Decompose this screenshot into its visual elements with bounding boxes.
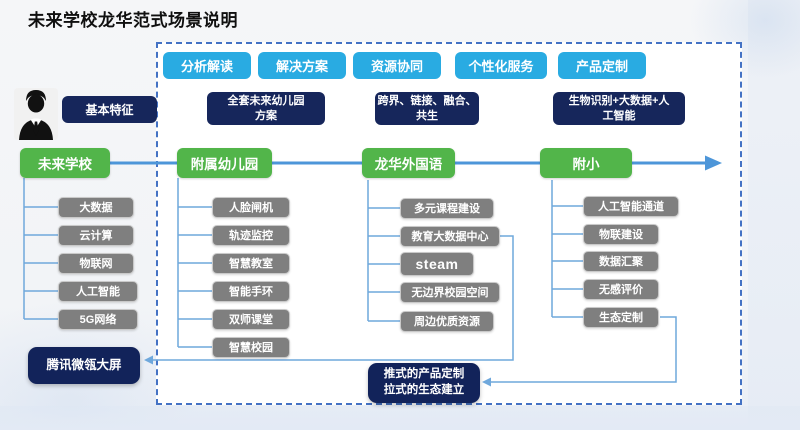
screen-arrowhead — [144, 355, 153, 365]
node-foreign-language-school: 龙华外国语 — [362, 148, 455, 178]
tab-solution: 解决方案 — [258, 52, 346, 79]
item-quality-resources: 周边优质资源 — [400, 310, 494, 332]
item-5g-network: 5G网络 — [58, 308, 138, 330]
connector-datacenter-to-screen — [152, 235, 514, 361]
node-primary-school: 附小 — [540, 148, 632, 178]
tab-resource: 资源协同 — [353, 52, 441, 79]
businessman-icon — [14, 88, 58, 140]
custom-arrowhead — [482, 377, 491, 387]
item-cloud-computing: 云计算 — [58, 224, 134, 246]
tab-personalized: 个性化服务 — [455, 52, 547, 79]
item-ai-channel: 人工智能通道 — [583, 195, 679, 217]
item-data-aggregation: 数据汇聚 — [583, 250, 659, 272]
tencent-weling-screen-box: 腾讯微瓴大屏 — [28, 347, 140, 384]
item-big-data: 大数据 — [58, 196, 134, 218]
push-pull-custom-box: 推式的产品定制 拉式的生态建立 — [368, 363, 480, 403]
item-borderless-campus: 无边界校园空间 — [400, 281, 500, 303]
feature-crossover: 跨界、链接、融合、 共生 — [375, 92, 479, 125]
column-spines — [23, 178, 583, 348]
item-seamless-evaluation: 无感评价 — [583, 278, 659, 300]
item-smart-classroom: 智慧教室 — [212, 252, 290, 274]
item-face-gate: 人脸闸机 — [212, 196, 290, 218]
connector-ecosystem-to-custom — [490, 316, 677, 383]
background-right-strip — [748, 0, 800, 430]
feedback-connectors — [152, 235, 677, 383]
item-dual-teacher-class: 双师课堂 — [212, 308, 290, 330]
node-future-school: 未来学校 — [20, 148, 110, 178]
item-steam: steam — [400, 252, 474, 276]
tab-product: 产品定制 — [558, 52, 646, 79]
item-track-monitor: 轨迹监控 — [212, 224, 290, 246]
item-smart-campus: 智慧校园 — [212, 336, 290, 358]
tab-analysis: 分析解读 — [163, 52, 251, 79]
background-bottom-strip — [0, 406, 800, 430]
page-title: 未来学校龙华范式场景说明 — [28, 11, 238, 30]
item-smart-band: 智能手环 — [212, 280, 290, 302]
item-ai: 人工智能 — [58, 280, 138, 302]
item-multi-curriculum: 多元课程建设 — [400, 197, 494, 219]
legend-basic-features: 基本特征 — [62, 96, 157, 123]
timeline-arrowhead — [705, 155, 722, 171]
feature-kindergarten-plan: 全套未来幼儿园 方案 — [207, 92, 325, 125]
item-iot: 物联网 — [58, 252, 134, 274]
item-iot-construction: 物联建设 — [583, 223, 659, 245]
item-education-data-center: 教育大数据中心 — [400, 225, 500, 247]
feature-bio-ai: 生物识别+大数据+人 工智能 — [553, 92, 685, 125]
item-ecosystem-customization: 生态定制 — [583, 306, 659, 328]
node-kindergarten: 附属幼儿园 — [177, 148, 272, 178]
